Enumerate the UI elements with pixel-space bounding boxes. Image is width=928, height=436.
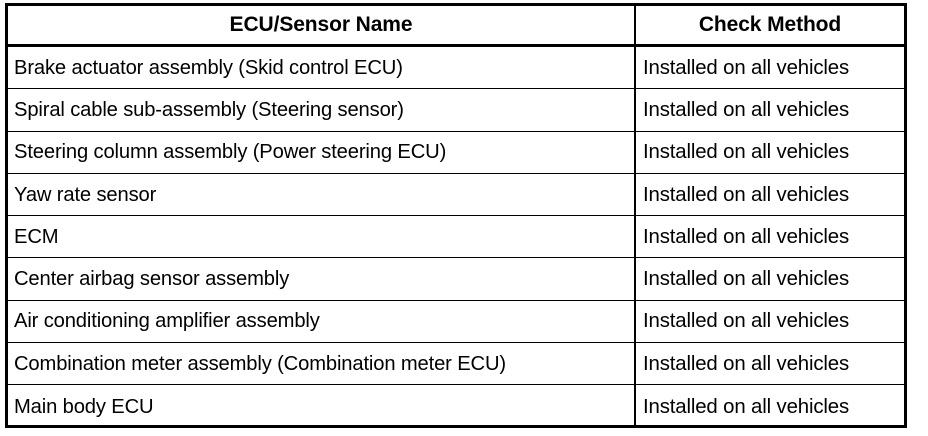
table-row: Center airbag sensor assembly Installed …	[8, 258, 904, 301]
cell-check-method-text: Installed on all vehicles	[643, 267, 850, 291]
table-row: Yaw rate sensor Installed on all vehicle…	[8, 173, 904, 217]
cell-ecu-sensor-name-text: Spiral cable sub-assembly (Steering sens…	[14, 97, 404, 121]
cell-ecu-sensor-name: Steering column assembly (Power steering…	[8, 131, 636, 173]
column-header-ecu-sensor-name: ECU/Sensor Name	[8, 6, 636, 44]
cell-check-method-text: Installed on all vehicles	[643, 224, 850, 248]
table-header-row: ECU/Sensor Name Check Method	[8, 6, 904, 47]
cell-ecu-sensor-name: Brake actuator assembly (Skid control EC…	[8, 47, 636, 89]
cell-check-method-text: Installed on all vehicles	[643, 55, 850, 79]
cell-ecu-sensor-name: Main body ECU	[8, 385, 636, 428]
cell-check-method-text: Installed on all vehicles	[643, 351, 850, 375]
table-row: Brake actuator assembly (Skid control EC…	[8, 47, 904, 90]
column-header-ecu-sensor-name-label: ECU/Sensor Name	[229, 12, 413, 36]
cell-ecu-sensor-name-text: Brake actuator assembly (Skid control EC…	[14, 55, 403, 79]
table-row: Steering column assembly (Power steering…	[8, 131, 904, 174]
cell-check-method: Installed on all vehicles	[636, 343, 904, 384]
cell-ecu-sensor-name: Air conditioning amplifier assembly	[8, 300, 636, 343]
cell-check-method: Installed on all vehicles	[636, 216, 904, 257]
column-header-check-method-label: Check Method	[698, 12, 842, 36]
column-header-check-method: Check Method	[636, 6, 904, 44]
cell-ecu-sensor-name-text: Combination meter assembly (Combination …	[14, 351, 507, 375]
cell-ecu-sensor-name: Spiral cable sub-assembly (Steering sens…	[8, 89, 636, 131]
cell-ecu-sensor-name-text: Air conditioning amplifier assembly	[14, 309, 320, 333]
cell-check-method-text: Installed on all vehicles	[643, 97, 850, 121]
cell-ecu-sensor-name-text: Center airbag sensor assembly	[14, 267, 290, 291]
cell-check-method: Installed on all vehicles	[636, 174, 904, 215]
cell-ecu-sensor-name-text: Yaw rate sensor	[14, 182, 157, 206]
table-row: Main body ECU Installed on all vehicles	[8, 385, 904, 428]
cell-ecu-sensor-name: Yaw rate sensor	[8, 173, 636, 216]
cell-check-method-text: Installed on all vehicles	[643, 182, 850, 206]
cell-check-method: Installed on all vehicles	[636, 89, 904, 130]
cell-check-method-text: Installed on all vehicles	[643, 394, 850, 418]
cell-check-method: Installed on all vehicles	[636, 385, 904, 427]
table-row: ECM Installed on all vehicles	[8, 216, 904, 259]
cell-check-method: Installed on all vehicles	[636, 258, 904, 299]
table-row: Spiral cable sub-assembly (Steering sens…	[8, 89, 904, 132]
cell-check-method: Installed on all vehicles	[636, 301, 904, 342]
cell-ecu-sensor-name: ECM	[8, 216, 636, 258]
cell-ecu-sensor-name: Combination meter assembly (Combination …	[8, 343, 636, 385]
cell-ecu-sensor-name-text: ECM	[14, 224, 59, 248]
table-row: Combination meter assembly (Combination …	[8, 343, 904, 386]
cell-check-method-text: Installed on all vehicles	[643, 309, 850, 333]
table-row: Air conditioning amplifier assembly Inst…	[8, 300, 904, 344]
cell-ecu-sensor-name: Center airbag sensor assembly	[8, 258, 636, 300]
cell-check-method: Installed on all vehicles	[636, 47, 904, 88]
cell-ecu-sensor-name-text: Main body ECU	[14, 394, 154, 418]
cell-check-method-text: Installed on all vehicles	[643, 140, 850, 164]
cell-ecu-sensor-name-text: Steering column assembly (Power steering…	[14, 140, 447, 164]
ecu-sensor-check-method-table: ECU/Sensor Name Check Method Brake actua…	[5, 3, 907, 428]
cell-check-method: Installed on all vehicles	[636, 132, 904, 173]
